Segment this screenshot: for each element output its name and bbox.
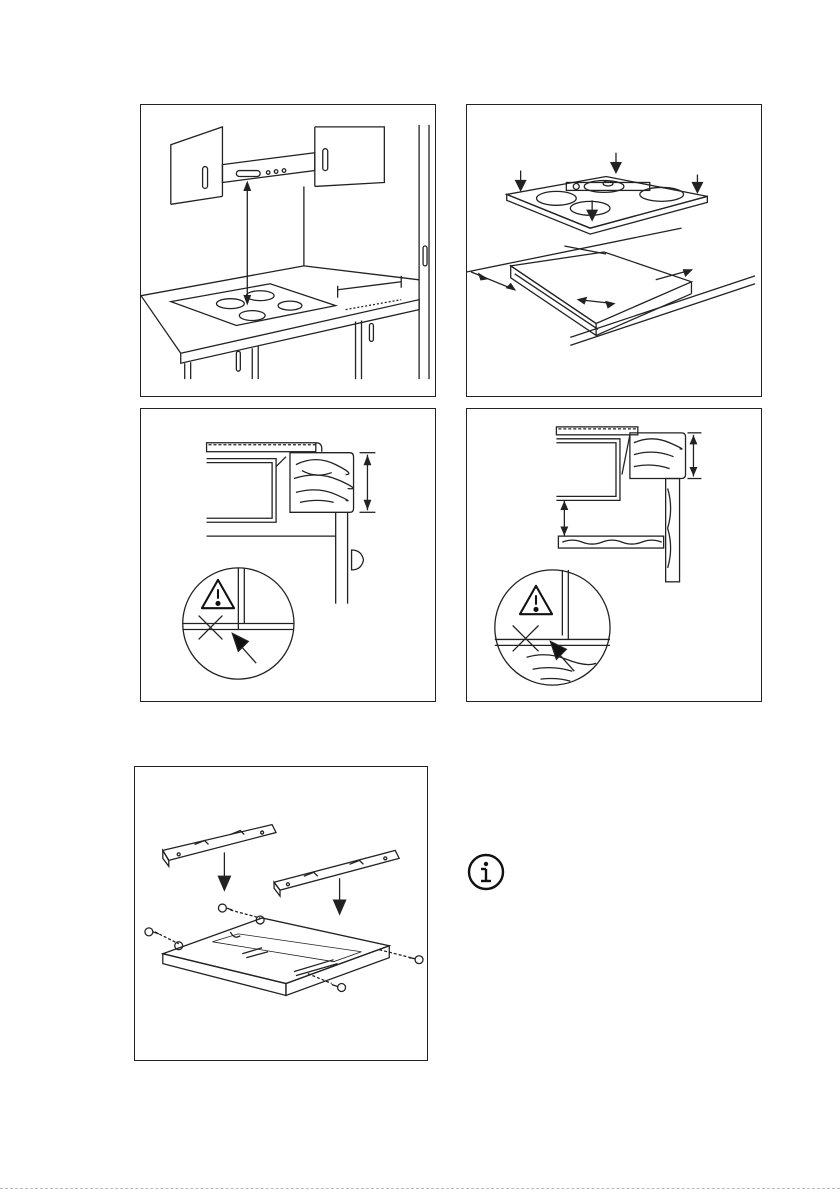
figure-worktop-section-shelf	[466, 408, 762, 702]
page-bottom-rule	[0, 1188, 840, 1189]
figure-worktop-section-drawer	[140, 408, 436, 702]
figure-mounting-brackets	[134, 766, 428, 1061]
info-icon	[466, 852, 506, 892]
worktop-shelf-section	[467, 409, 761, 701]
figure-hob-into-cutout	[466, 104, 762, 397]
hood-hob-illustration	[141, 105, 435, 396]
hob-cutout-illustration	[467, 105, 761, 396]
warning-triangle-icon	[199, 577, 237, 611]
warning-triangle-icon	[517, 583, 555, 617]
brackets-screws-illustration	[135, 767, 427, 1060]
figure-hood-above-hob	[140, 104, 436, 397]
worktop-drawer-section	[141, 409, 435, 701]
